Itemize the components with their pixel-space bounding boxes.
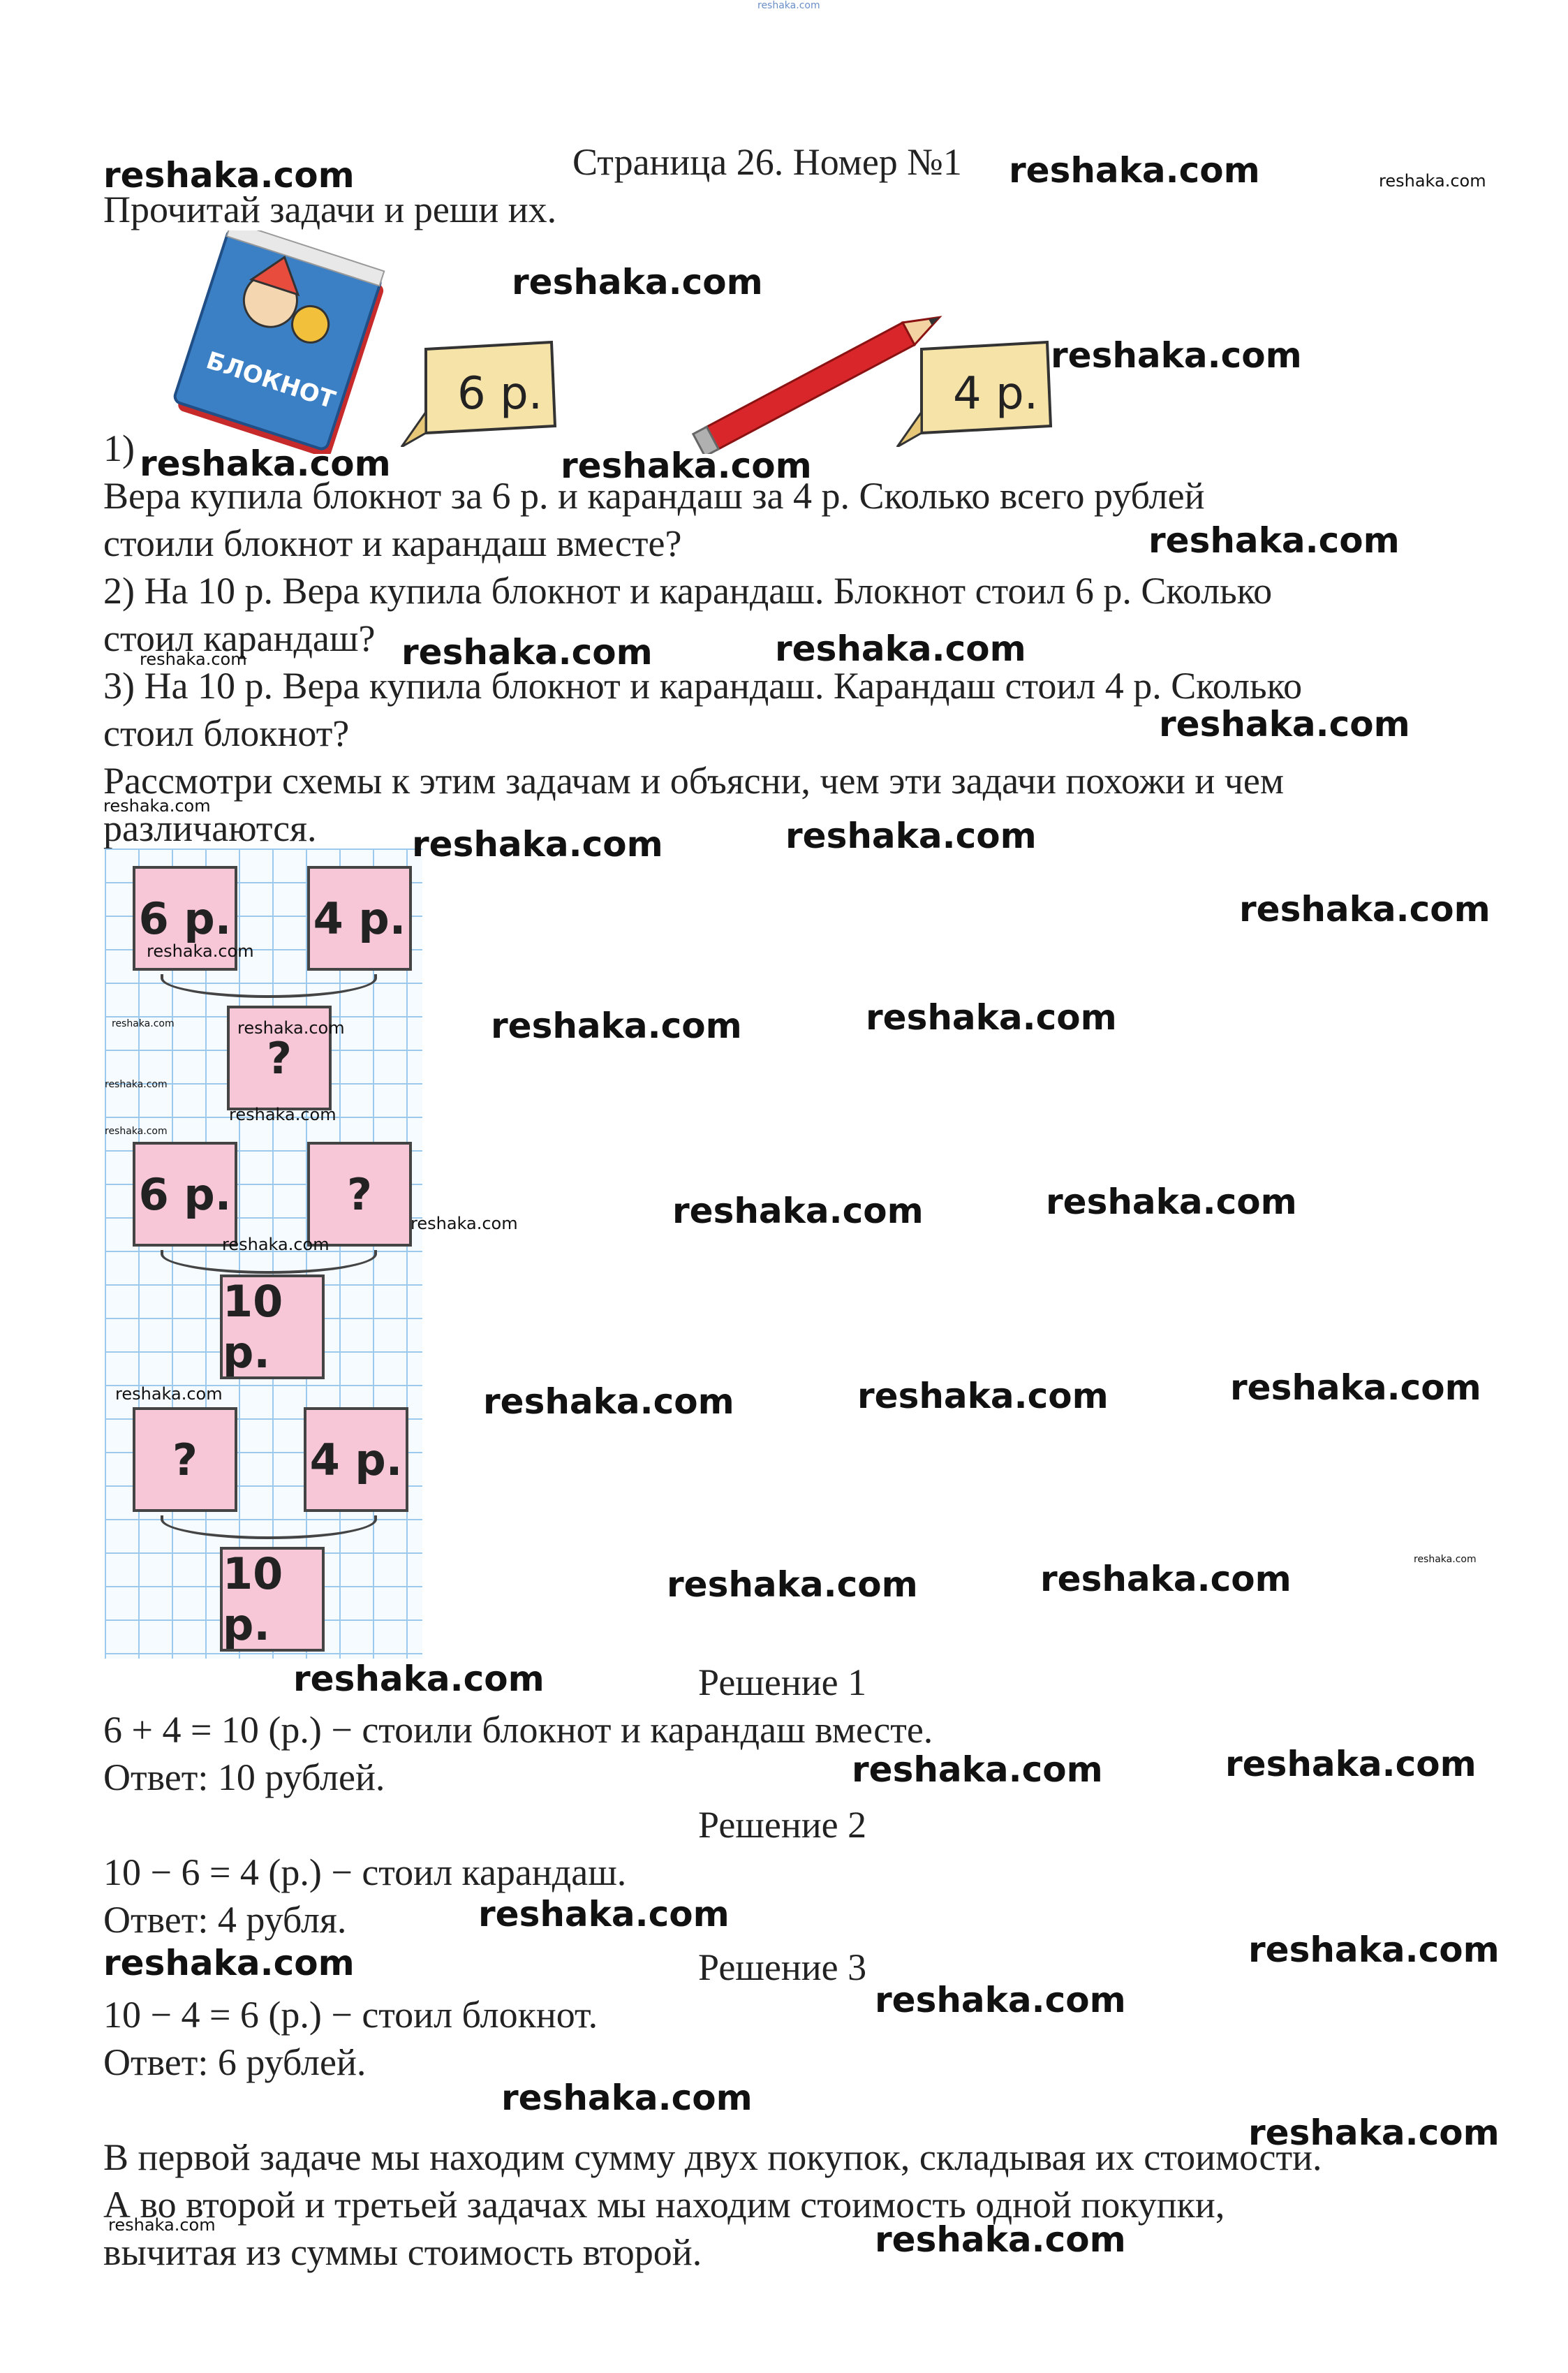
solution-3-expression: 10 − 4 = 6 (р.) − стоил блокнот. bbox=[103, 1994, 598, 2036]
solution-2-heading: Решение 2 bbox=[698, 1804, 867, 1846]
watermark: reshaka.com bbox=[875, 2219, 1126, 2260]
price-tag-4-label: 4 р. bbox=[953, 368, 1038, 420]
solution-2-expression: 10 − 6 = 4 (р.) − стоил карандаш. bbox=[103, 1851, 627, 1893]
scheme-3-card-a: ? bbox=[133, 1407, 237, 1512]
watermark: reshaka.com bbox=[866, 997, 1117, 1038]
solution-1-expression: 6 + 4 = 10 (р.) − стоили блокнот и каран… bbox=[103, 1709, 933, 1751]
watermark: reshaka.com bbox=[1009, 150, 1260, 191]
task-line-2: различаются. bbox=[103, 807, 317, 849]
notebook-image: БЛОКНОТ bbox=[173, 230, 385, 454]
scheme-3-card-total: 10 р. bbox=[220, 1547, 325, 1652]
watermark: reshaka.com bbox=[857, 1376, 1109, 1416]
problem-2-line-1: 2) На 10 р. Вера купила блокнот и каранд… bbox=[103, 570, 1273, 612]
scheme-1-card-total: ? bbox=[227, 1006, 332, 1110]
watermark: reshaka.com bbox=[103, 1943, 355, 1983]
solution-1-answer: Ответ: 10 рублей. bbox=[103, 1756, 385, 1798]
scheme-3-brace bbox=[161, 1515, 377, 1539]
watermark: reshaka.com bbox=[667, 1564, 918, 1605]
watermark: reshaka.com bbox=[1248, 1930, 1500, 1970]
watermark: reshaka.com bbox=[105, 1079, 168, 1090]
watermark: reshaka.com bbox=[140, 443, 391, 484]
watermark: reshaka.com bbox=[1230, 1367, 1481, 1408]
watermark: reshaka.com bbox=[1159, 704, 1410, 744]
watermark: reshaka.com bbox=[852, 1749, 1103, 1790]
watermark: reshaka.com bbox=[140, 649, 247, 669]
watermark: reshaka.com bbox=[512, 262, 763, 302]
scheme-grid-paper: 6 р. 4 р. ? 6 р. ? 10 р. ? 4 р. 10 р. bbox=[105, 848, 422, 1659]
watermark: reshaka.com bbox=[105, 1126, 168, 1137]
watermark: reshaka.com bbox=[1148, 520, 1400, 561]
scheme-2-card-b: ? bbox=[307, 1142, 412, 1247]
watermark: reshaka.com bbox=[775, 629, 1026, 669]
price-tag-6-label: 6 р. bbox=[457, 368, 542, 420]
watermark: reshaka.com bbox=[412, 824, 663, 865]
solution-2-answer: Ответ: 4 рубля. bbox=[103, 1899, 347, 1941]
watermark: reshaka.com bbox=[785, 816, 1037, 856]
scheme-3-card-b: 4 р. bbox=[304, 1407, 408, 1512]
problem-1-line-1: Вера купила блокнот за 6 р. и карандаш з… bbox=[103, 475, 1205, 517]
scheme-2-card-a: 6 р. bbox=[133, 1142, 237, 1247]
watermark: reshaka.com bbox=[112, 1018, 175, 1029]
watermark: reshaka.com bbox=[1046, 1182, 1297, 1222]
watermark: reshaka.com bbox=[1414, 1554, 1477, 1565]
watermark: reshaka.com bbox=[1051, 335, 1302, 376]
watermark: reshaka.com bbox=[478, 1894, 730, 1934]
watermark: reshaka.com bbox=[1040, 1559, 1292, 1599]
problem-3-line-1: 3) На 10 р. Вера купила блокнот и каранд… bbox=[103, 665, 1303, 707]
instruction-text: Прочитай задачи и реши их. bbox=[103, 189, 557, 230]
watermark: reshaka.com bbox=[103, 796, 211, 816]
watermark: reshaka.com bbox=[108, 2215, 216, 2235]
watermark: reshaka.com bbox=[401, 632, 653, 673]
watermark: reshaka.com bbox=[491, 1006, 742, 1046]
watermark: reshaka.com bbox=[672, 1191, 924, 1231]
watermark: reshaka.com bbox=[237, 1018, 345, 1038]
top-watermark-link[interactable]: reshaka.com bbox=[757, 0, 820, 11]
watermark: reshaka.com bbox=[1225, 1744, 1477, 1784]
watermark: reshaka.com bbox=[1239, 889, 1491, 930]
watermark: reshaka.com bbox=[147, 941, 254, 961]
conclusion-line-2: А во второй и третьей задачах мы находим… bbox=[103, 2184, 1225, 2226]
price-tag-4-image: 4 р. bbox=[896, 340, 1053, 447]
conclusion-line-1: В первой задаче мы находим сумму двух по… bbox=[103, 2136, 1322, 2178]
task-line-1: Рассмотри схемы к этим задачам и объясни… bbox=[103, 760, 1285, 802]
scheme-1-card-b: 4 р. bbox=[307, 866, 412, 971]
watermark: reshaka.com bbox=[501, 2078, 753, 2118]
watermark: reshaka.com bbox=[561, 446, 812, 486]
pencil-image bbox=[691, 316, 942, 454]
watermark: reshaka.com bbox=[222, 1235, 330, 1254]
scheme-2-card-total: 10 р. bbox=[220, 1274, 325, 1379]
illustration: БЛОКНОТ 6 р. 4 р. bbox=[161, 230, 1068, 461]
problem-2-line-2: стоил карандаш? bbox=[103, 617, 376, 659]
page-title: Страница 26. Номер №1 bbox=[572, 141, 962, 183]
problem-3-line-2: стоил блокнот? bbox=[103, 712, 350, 754]
conclusion-line-3: вычитая из суммы стоимость второй. bbox=[103, 2231, 702, 2273]
solution-1-heading: Решение 1 bbox=[698, 1661, 867, 1703]
watermark: reshaka.com bbox=[875, 1980, 1126, 2020]
watermark: reshaka.com bbox=[103, 155, 355, 196]
price-tag-6-image: 6 р. bbox=[400, 340, 557, 447]
watermark: reshaka.com bbox=[1379, 171, 1486, 191]
watermark: reshaka.com bbox=[483, 1381, 734, 1422]
watermark: reshaka.com bbox=[115, 1384, 223, 1404]
watermark: reshaka.com bbox=[1248, 2113, 1500, 2153]
watermark: reshaka.com bbox=[293, 1659, 545, 1699]
scheme-1-brace bbox=[161, 974, 377, 998]
solution-3-answer: Ответ: 6 рублей. bbox=[103, 2041, 367, 2083]
solution-3-heading: Решение 3 bbox=[698, 1946, 867, 1988]
watermark: reshaka.com bbox=[229, 1105, 336, 1124]
scheme-1-card-a: 6 р. bbox=[133, 866, 237, 971]
problem-1-marker: 1) bbox=[103, 427, 135, 469]
watermark: reshaka.com bbox=[411, 1214, 518, 1233]
problem-1-line-2: стоили блокнот и карандаш вместе? bbox=[103, 522, 682, 564]
